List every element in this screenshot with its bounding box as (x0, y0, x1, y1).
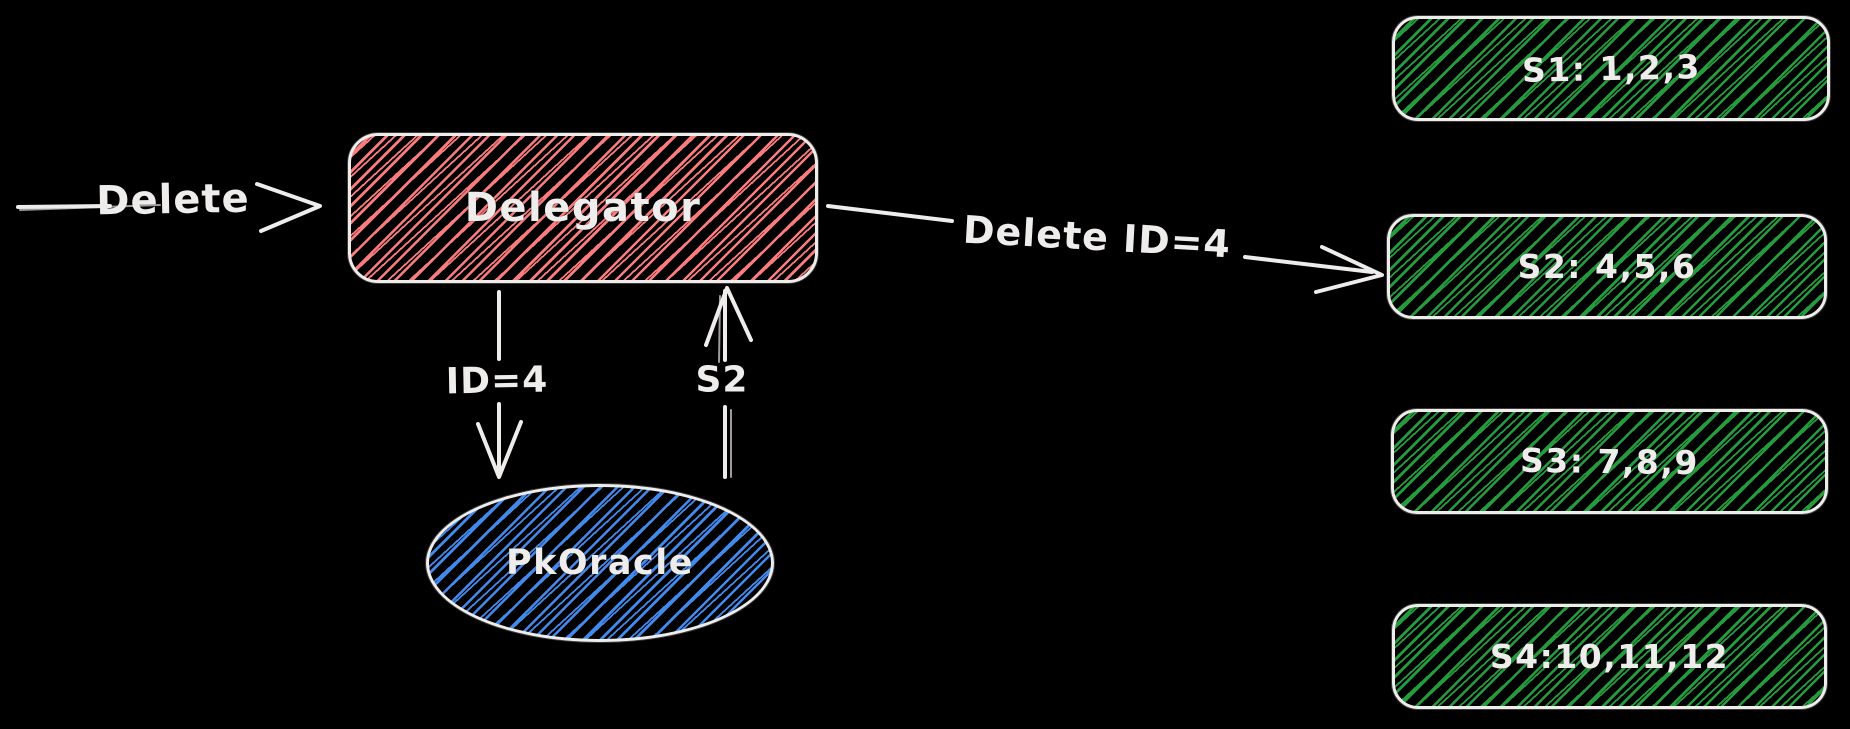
oracle-to-delegator-edge-label: S2 (695, 359, 749, 401)
arrowhead-up-icon (704, 286, 753, 347)
shard-s4-node[interactable]: S4:10,11,12 (1392, 604, 1827, 709)
delegator-label: Delegator (464, 185, 702, 231)
arrowhead-right-icon (1314, 245, 1384, 294)
arrowhead-right-icon (255, 182, 322, 233)
pk-oracle-node[interactable]: PkOracle (426, 484, 774, 642)
delegator-to-s2-edge-label: Delete ID=4 (961, 207, 1233, 267)
delegator-to-oracle-edge-label: ID=4 (445, 359, 549, 403)
shard-s2-label: S2: 4,5,6 (1517, 247, 1697, 286)
delegator-node[interactable]: Delegator (348, 133, 818, 283)
pk-oracle-label: PkOracle (505, 543, 695, 583)
shard-s1-label: S1: 1,2,3 (1521, 47, 1701, 90)
arrowhead-down-icon (476, 420, 523, 479)
shard-s3-label: S3: 7,8,9 (1519, 440, 1700, 483)
shard-s1-node[interactable]: S1: 1,2,3 (1392, 16, 1830, 121)
shard-s3-node[interactable]: S3: 7,8,9 (1391, 409, 1828, 514)
shard-s2-node[interactable]: S2: 4,5,6 (1387, 214, 1827, 319)
incoming-delete-edge-label: Delete (95, 175, 251, 225)
shard-s4-label: S4:10,11,12 (1489, 637, 1730, 676)
